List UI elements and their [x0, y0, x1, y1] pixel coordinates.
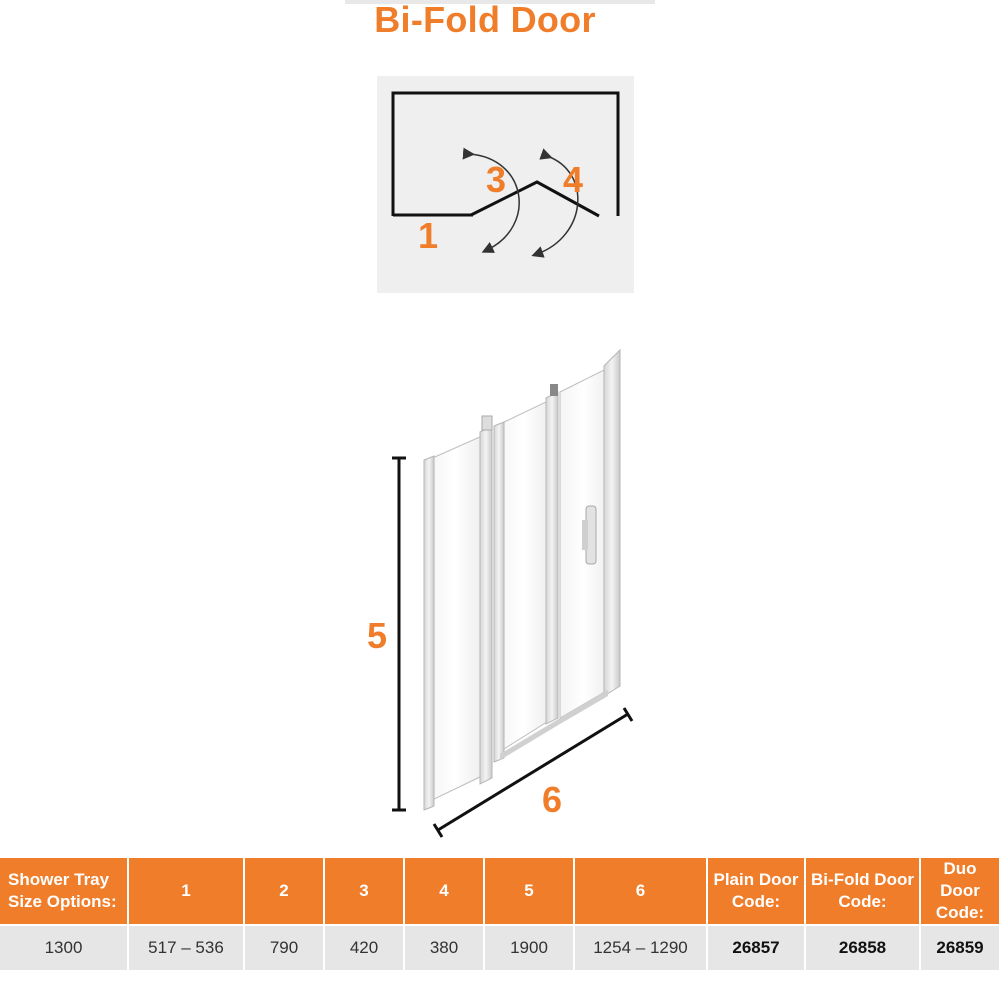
header-6: 6	[574, 858, 708, 925]
height-label-5: 5	[367, 615, 388, 656]
cell-6: 1254 – 1290	[574, 924, 708, 970]
cell-5: 1900	[484, 924, 575, 970]
door-elevation-diagram	[392, 348, 634, 838]
table-row: 1300 517 – 536 790 420 380 1900 1254 – 1…	[0, 924, 1000, 970]
cell-1: 517 – 536	[128, 924, 245, 970]
plan-view-panel	[377, 76, 634, 293]
cell-duo-door-code: 26859	[920, 924, 1000, 970]
header-2: 2	[244, 858, 325, 925]
plan-view-diagram	[391, 91, 620, 258]
cell-tray-size: 1300	[0, 924, 129, 970]
page-title: Bi-Fold Door	[374, 0, 596, 40]
header-1: 1	[128, 858, 245, 925]
plan-label-1: 1	[418, 215, 439, 256]
table-header-row: Shower Tray Size Options: 1 2 3 4 5 6 Pl…	[0, 858, 1000, 925]
plan-label-4: 4	[563, 159, 584, 200]
plan-label-3: 3	[486, 159, 507, 200]
cell-plain-door-code: 26857	[707, 924, 806, 970]
fixed-panel	[427, 435, 483, 803]
header-plain-door-code: Plain Door Code:	[707, 858, 806, 925]
header-bifold-door-code: Bi-Fold Door Code:	[805, 858, 921, 925]
width-dimension-line	[437, 712, 629, 832]
swing-arc-right	[531, 148, 579, 258]
cell-4: 380	[404, 924, 485, 970]
header-tray-size: Shower Tray Size Options:	[0, 858, 129, 925]
specification-table: Shower Tray Size Options: 1 2 3 4 5 6 Pl…	[0, 858, 1000, 970]
header-5: 5	[484, 858, 575, 925]
cell-2: 790	[244, 924, 325, 970]
swing-arc-left	[462, 147, 520, 253]
header-duo-door-code: Duo Door Code:	[920, 858, 1000, 925]
width-label-6: 6	[542, 779, 563, 820]
cell-3: 420	[324, 924, 405, 970]
cell-bifold-door-code: 26858	[805, 924, 921, 970]
header-3: 3	[324, 858, 405, 925]
enclosure-outline	[391, 91, 620, 216]
top-divider	[345, 0, 655, 4]
header-4: 4	[404, 858, 485, 925]
